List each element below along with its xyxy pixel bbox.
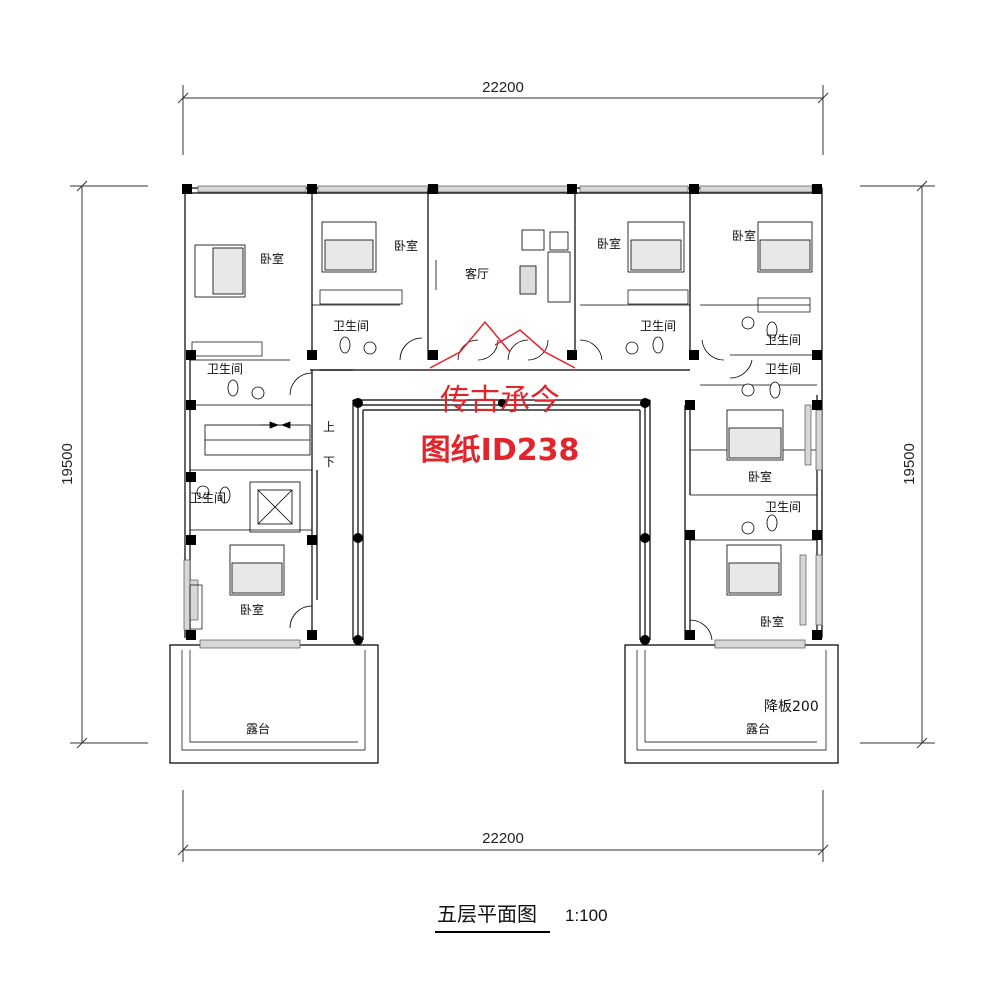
label-bedroom-2: 卧室 (394, 238, 418, 253)
label-living-room: 客厅 (465, 266, 489, 281)
label-bathroom-1: 卫生间 (333, 319, 369, 333)
doors (289, 337, 753, 641)
terrace-outlines (169, 639, 839, 764)
wardrobes (189, 289, 811, 630)
label-bathroom-3: 卫生间 (765, 333, 801, 347)
dimension-lines (70, 85, 935, 862)
watermark-line-2: 图纸ID238 (421, 433, 580, 468)
label-bathroom-4: 卫生间 (207, 362, 243, 376)
label-bedroom-4: 卧室 (732, 228, 756, 243)
label-terrace-right: 露台 (746, 721, 770, 736)
label-bathroom-2: 卫生间 (640, 319, 676, 333)
structural-columns (182, 184, 822, 645)
watermark-roof-logo (429, 320, 576, 369)
label-stair-down: 下 (323, 455, 335, 469)
watermark-line-1: 传古承今 (440, 383, 560, 418)
label-bedroom-6: 卧室 (240, 602, 264, 617)
label-stair-up: 上 (323, 420, 335, 434)
label-bathroom-5: 卫生间 (765, 362, 801, 376)
living-room-furniture (435, 229, 571, 303)
label-terrace-left: 露台 (246, 721, 270, 736)
stair-and-elevator (204, 421, 311, 533)
beds (194, 221, 813, 596)
bathroom-fixtures (196, 316, 781, 535)
dimension-top: 22200 (482, 79, 524, 96)
dimension-right: 19500 (901, 443, 918, 485)
label-bedroom-3: 卧室 (597, 236, 621, 251)
label-bathroom-7: 卫生间 (190, 491, 226, 505)
label-bathroom-6: 卫生间 (765, 500, 801, 514)
dimension-left: 19500 (59, 443, 76, 485)
label-bedroom-1: 卧室 (260, 251, 284, 266)
dimension-bottom: 22200 (482, 830, 524, 847)
drawing-scale: 1:100 (565, 906, 608, 925)
drawing-title: 五层平面图 (437, 902, 537, 926)
label-floor-drop: 降板200 (764, 699, 819, 715)
label-bedroom-7: 卧室 (760, 614, 784, 629)
label-bedroom-5: 卧室 (748, 469, 772, 484)
